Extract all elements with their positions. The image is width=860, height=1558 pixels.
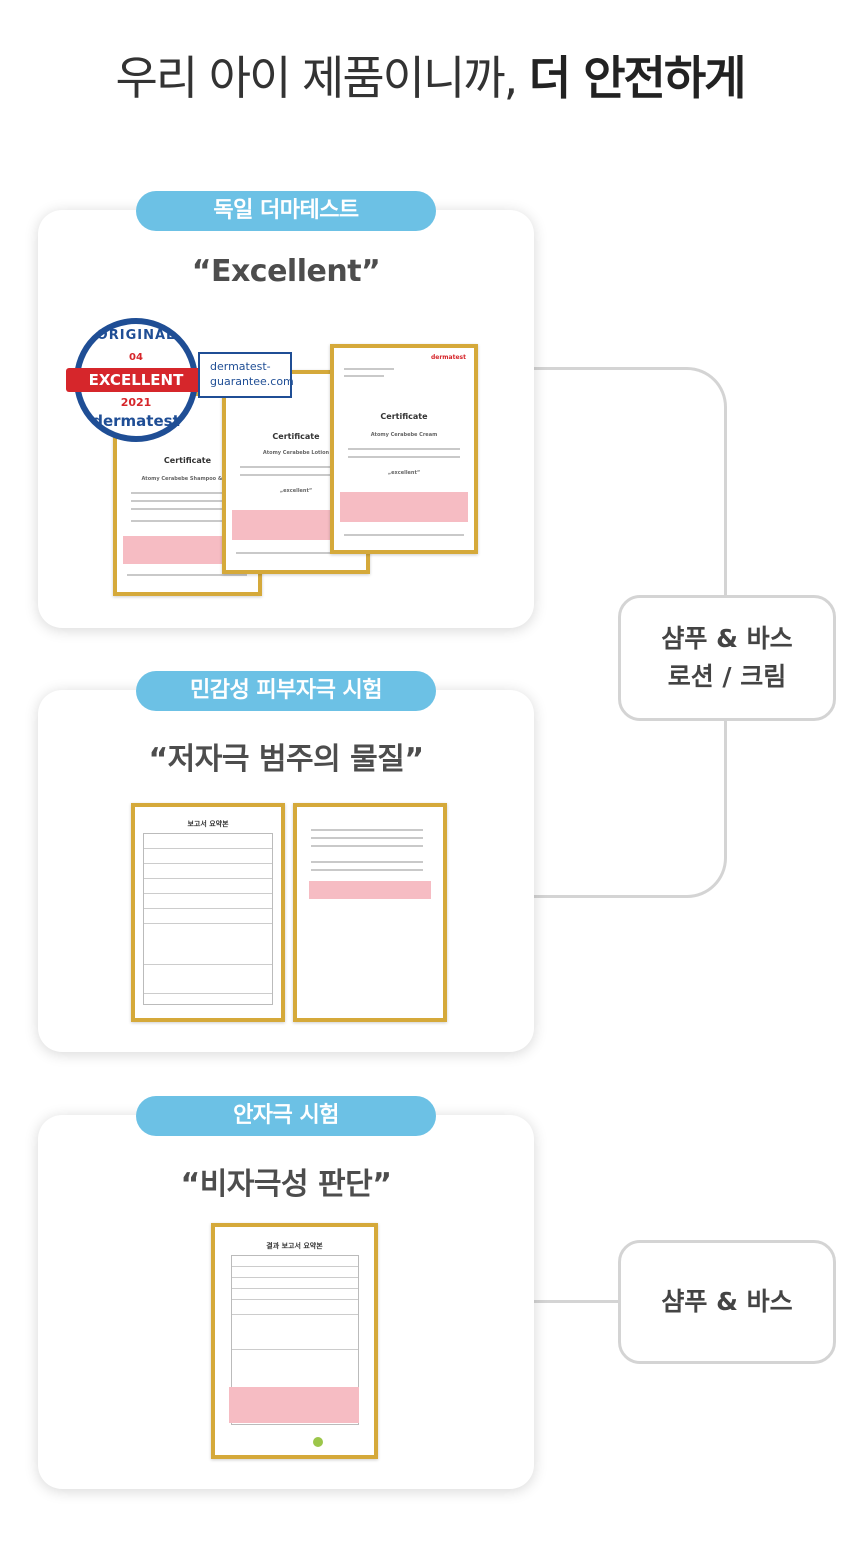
side-box-line1: 샴푸 & 바스 (661, 1287, 793, 1316)
url-line1: dermatest- (210, 360, 271, 373)
card-quote: “저자극 범주의 물질” (148, 742, 424, 777)
headline-bold: 더 안전하게 (528, 51, 747, 105)
side-box-shampoo: 샴푸 & 바스 (618, 1240, 836, 1364)
report-page-2 (293, 803, 447, 1022)
certificate-product: Atomy Cerabebe Cream (370, 432, 438, 438)
dermatest-url-tag: dermatest- guarantee.com (198, 352, 294, 398)
report-page-1: 보고서 요약본 (131, 803, 285, 1022)
dermatest-seal: ORIGINAL 04 EXCELLENT 2021 dermatest (66, 318, 206, 442)
dermatest-logo: dermatest (430, 354, 466, 361)
card-quote: “비자극성 판단” (180, 1167, 392, 1202)
pill-dermatest: 독일 더마테스트 (136, 191, 436, 231)
certificate-cream: dermatest Certificate Atomy Cerabebe Cre… (330, 344, 478, 554)
certificate-product: Atomy Cerabebe Shampoo & Bat (141, 476, 234, 482)
report-title: 결과 보고서 요약본 (266, 1242, 323, 1250)
certificate-product: Atomy Cerabebe Lotion (262, 450, 330, 456)
url-line2: guarantee.com (210, 375, 294, 388)
seal-year: 2021 (120, 396, 152, 409)
seal-top-text: ORIGINAL (96, 328, 176, 343)
certificate-title: Certificate (272, 432, 320, 441)
seal-bottom-text: dermatest (92, 412, 180, 430)
side-box-line2: 로션 / 크림 (667, 662, 787, 691)
result-report: 결과 보고서 요약본 (211, 1223, 378, 1459)
page-headline: 우리 아이 제품이니까, 더 안전하게 (0, 42, 860, 108)
card-quote: “Excellent” (191, 254, 381, 289)
institute-logo (313, 1437, 323, 1447)
card-skin-irritation: “저자극 범주의 물질” (38, 690, 534, 1052)
side-box-line1: 샴푸 & 바스 (661, 624, 793, 653)
certificate-rating: „excellent“ (387, 470, 421, 476)
pill-skin-irritation-test: 민감성 피부자극 시험 (136, 671, 436, 711)
side-box-shampoo-lotion: 샴푸 & 바스 로션 / 크림 (618, 595, 836, 721)
headline-normal: 우리 아이 제품이니까, (115, 51, 529, 105)
connector-bottom (534, 1300, 620, 1303)
report-title: 보고서 요약본 (187, 820, 229, 828)
pill-eye-irritation-test: 안자극 시험 (136, 1096, 436, 1136)
certificate-title: Certificate (163, 456, 212, 465)
certificate-rating: „excellent“ (279, 488, 313, 494)
seal-band: EXCELLENT (66, 368, 206, 392)
certificate-title: Certificate (380, 412, 428, 421)
seal-number: 04 (129, 352, 143, 363)
